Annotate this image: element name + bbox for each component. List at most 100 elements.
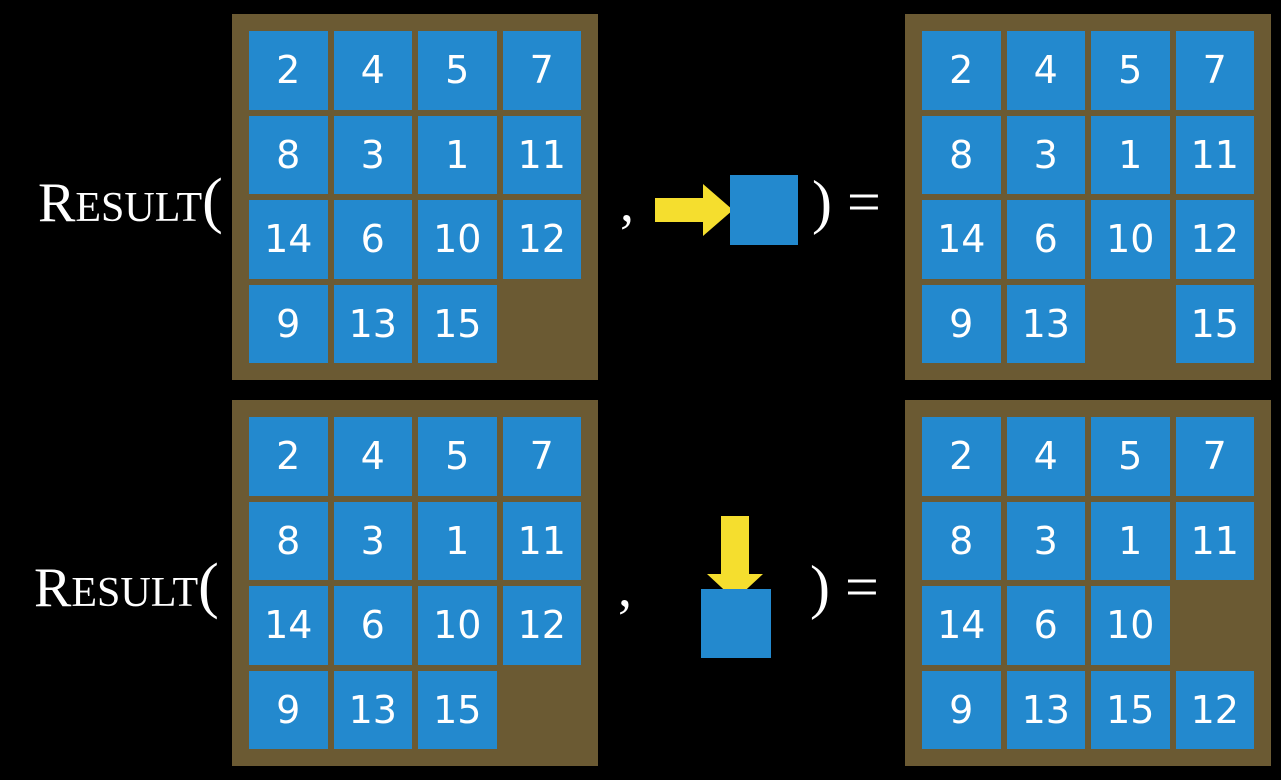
board-cell[interactable]: 1: [415, 113, 500, 198]
tile[interactable]: 4: [1006, 417, 1085, 496]
tile[interactable]: 9: [922, 284, 1001, 363]
tile[interactable]: 11: [1175, 501, 1254, 580]
board-cell[interactable]: 11: [1173, 499, 1258, 584]
board-cell[interactable]: 13: [331, 282, 416, 367]
board-cell[interactable]: 6: [1004, 583, 1089, 668]
board-cell[interactable]: 13: [331, 668, 416, 753]
tile[interactable]: 1: [418, 115, 497, 194]
tile[interactable]: 7: [1175, 417, 1254, 496]
board-cell[interactable]: 14: [246, 197, 331, 282]
tile[interactable]: 10: [1091, 200, 1170, 279]
tile[interactable]: 3: [1006, 115, 1085, 194]
board-cell[interactable]: 13: [1004, 282, 1089, 367]
board-cell-empty[interactable]: [500, 668, 585, 753]
board-cell[interactable]: 3: [331, 113, 416, 198]
tile[interactable]: 12: [502, 200, 581, 279]
tile[interactable]: 9: [249, 284, 328, 363]
tile[interactable]: 15: [1175, 284, 1254, 363]
board-cell[interactable]: 12: [1173, 197, 1258, 282]
board-cell[interactable]: 6: [1004, 197, 1089, 282]
board-cell[interactable]: 5: [415, 28, 500, 113]
board-cell[interactable]: 11: [500, 499, 585, 584]
board-cell[interactable]: 14: [919, 583, 1004, 668]
tile[interactable]: 10: [1091, 586, 1170, 665]
tile[interactable]: 1: [1091, 501, 1170, 580]
board-cell[interactable]: 8: [246, 113, 331, 198]
board-cell[interactable]: 9: [246, 282, 331, 367]
tile[interactable]: 6: [1006, 586, 1085, 665]
board-cell[interactable]: 15: [415, 668, 500, 753]
board-cell[interactable]: 2: [246, 28, 331, 113]
board-cell[interactable]: 2: [919, 414, 1004, 499]
tile[interactable]: 14: [922, 586, 1001, 665]
board-cell[interactable]: 3: [1004, 499, 1089, 584]
tile[interactable]: 10: [418, 586, 497, 665]
move-tile-row-2[interactable]: [701, 589, 771, 658]
tile[interactable]: 13: [333, 670, 412, 749]
board-cell[interactable]: 10: [1088, 197, 1173, 282]
board-cell[interactable]: 14: [246, 583, 331, 668]
tile[interactable]: 6: [333, 586, 412, 665]
board-cell[interactable]: 5: [1088, 414, 1173, 499]
board-cell-empty[interactable]: [1173, 583, 1258, 668]
tile[interactable]: 15: [418, 670, 497, 749]
board-cell[interactable]: 4: [331, 414, 416, 499]
tile[interactable]: 2: [922, 417, 1001, 496]
tile[interactable]: 12: [502, 586, 581, 665]
board-cell[interactable]: 1: [1088, 499, 1173, 584]
board-cell[interactable]: 11: [500, 113, 585, 198]
board-cell[interactable]: 7: [500, 28, 585, 113]
tile[interactable]: 13: [1006, 670, 1085, 749]
tile[interactable]: 11: [502, 115, 581, 194]
board-cell[interactable]: 5: [1088, 28, 1173, 113]
tile[interactable]: 15: [418, 284, 497, 363]
tile[interactable]: 14: [249, 586, 328, 665]
board-cell[interactable]: 7: [500, 414, 585, 499]
board-cell[interactable]: 15: [1173, 282, 1258, 367]
tile[interactable]: 13: [1006, 284, 1085, 363]
board-cell[interactable]: 1: [1088, 113, 1173, 198]
board-cell-empty[interactable]: [1088, 282, 1173, 367]
tile[interactable]: 12: [1175, 200, 1254, 279]
tile[interactable]: 6: [333, 200, 412, 279]
tile[interactable]: 5: [418, 417, 497, 496]
tile[interactable]: 2: [249, 417, 328, 496]
board-cell[interactable]: 8: [919, 499, 1004, 584]
board-cell[interactable]: 9: [919, 668, 1004, 753]
board-cell[interactable]: 4: [1004, 414, 1089, 499]
board-cell[interactable]: 15: [1088, 668, 1173, 753]
tile[interactable]: 5: [1091, 31, 1170, 110]
board-cell[interactable]: 6: [331, 197, 416, 282]
board-cell[interactable]: 9: [246, 668, 331, 753]
tile[interactable]: 7: [1175, 31, 1254, 110]
tile[interactable]: 8: [249, 501, 328, 580]
tile[interactable]: 11: [502, 501, 581, 580]
tile[interactable]: 15: [1091, 670, 1170, 749]
board-cell[interactable]: 12: [1173, 668, 1258, 753]
tile[interactable]: 7: [502, 417, 581, 496]
tile[interactable]: 5: [1091, 417, 1170, 496]
board-cell[interactable]: 2: [919, 28, 1004, 113]
board-cell[interactable]: 12: [500, 197, 585, 282]
tile[interactable]: 4: [333, 417, 412, 496]
tile[interactable]: 11: [1175, 115, 1254, 194]
tile[interactable]: 3: [333, 115, 412, 194]
board-cell[interactable]: 14: [919, 197, 1004, 282]
board-cell[interactable]: 9: [919, 282, 1004, 367]
board-cell[interactable]: 8: [246, 499, 331, 584]
board-cell[interactable]: 3: [1004, 113, 1089, 198]
board-cell[interactable]: 7: [1173, 28, 1258, 113]
board-cell[interactable]: 3: [331, 499, 416, 584]
tile[interactable]: 4: [333, 31, 412, 110]
tile[interactable]: 3: [1006, 501, 1085, 580]
board-cell[interactable]: 10: [415, 583, 500, 668]
tile[interactable]: 1: [1091, 115, 1170, 194]
tile[interactable]: 8: [922, 115, 1001, 194]
tile[interactable]: 13: [333, 284, 412, 363]
tile[interactable]: 5: [418, 31, 497, 110]
tile[interactable]: 9: [249, 670, 328, 749]
board-cell-empty[interactable]: [500, 282, 585, 367]
tile[interactable]: 3: [333, 501, 412, 580]
board-cell[interactable]: 4: [331, 28, 416, 113]
tile[interactable]: 1: [418, 501, 497, 580]
